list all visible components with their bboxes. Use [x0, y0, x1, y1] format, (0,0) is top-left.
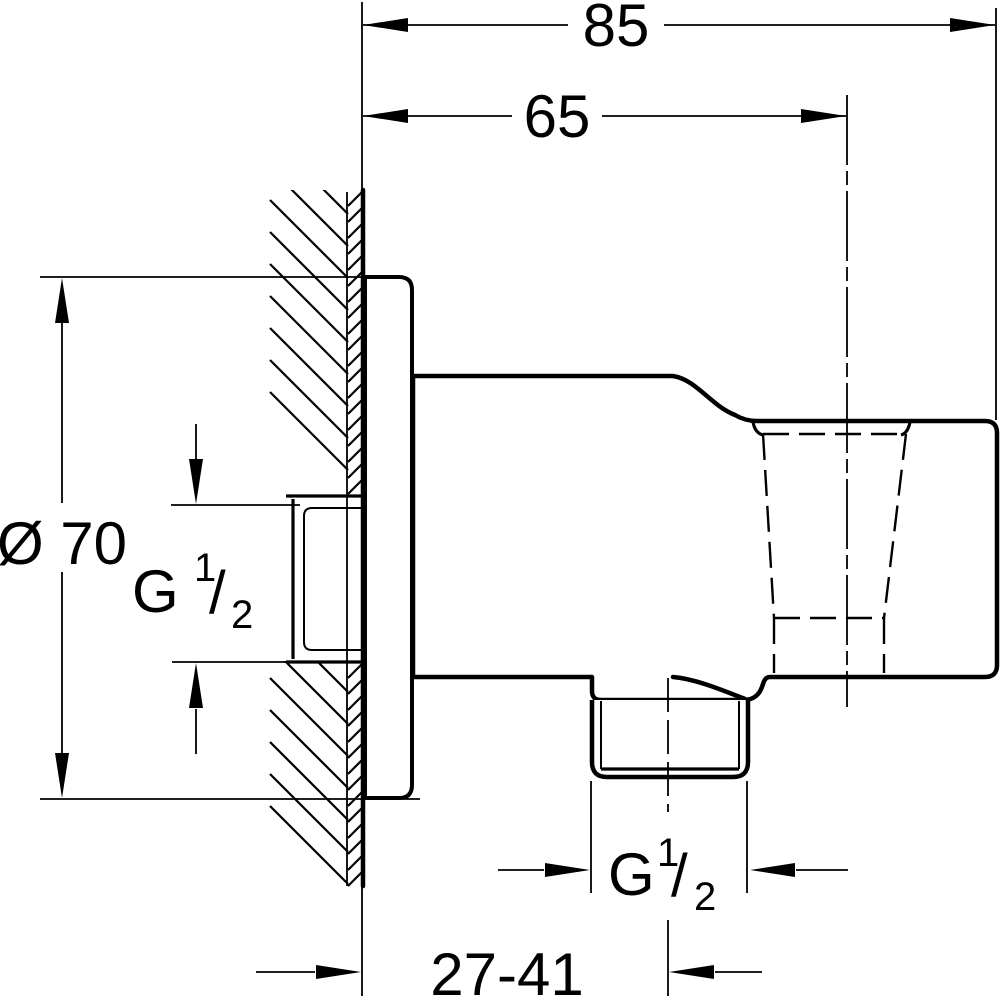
wall-thread-denominator: 2	[231, 593, 253, 637]
arrowhead	[316, 965, 361, 979]
outlet-thread-relief-lines	[600, 701, 740, 769]
wall-thread-numerator: 1	[194, 546, 216, 590]
arrowhead	[189, 663, 203, 708]
outlet-thread-stub	[589, 700, 751, 780]
arrowhead	[950, 18, 995, 32]
dimension-wall-thread: G 1 / 2	[132, 424, 307, 754]
outlet-thread-slash: /	[671, 842, 688, 909]
dimension-holder-depth: 65	[363, 83, 846, 150]
outlet-thread-numerator: 1	[657, 831, 679, 875]
arrowhead	[669, 965, 714, 979]
wall-hatch	[269, 190, 363, 887]
arrowhead	[363, 109, 408, 123]
centerlines	[667, 95, 848, 996]
dimension-plate-diameter: Ø 70	[0, 276, 420, 800]
arrowhead	[545, 863, 590, 877]
wall-inlet-socket	[286, 494, 363, 664]
dimension-outlet-thread: G 1 / 2	[498, 781, 848, 919]
wall-thread-g: G	[132, 558, 179, 625]
dim-offset-range-label: 27-41	[430, 941, 583, 1000]
dimension-overall-depth: 85	[363, 0, 997, 420]
arrowhead	[750, 863, 795, 877]
wall-hatch-band-strokes	[347, 191, 363, 887]
holder-rim-ticks	[751, 421, 912, 437]
wall-inlet-thread-lines	[303, 507, 363, 651]
dim-65-label: 65	[524, 83, 591, 150]
dimension-outlet-offset-range: 27-41	[256, 941, 762, 1000]
wall-thread-slash: /	[209, 559, 226, 626]
escutcheon-plate	[363, 275, 414, 800]
dim-85-label: 85	[583, 0, 650, 59]
arrowhead	[55, 753, 69, 798]
wall-hatch-long-lines	[269, 190, 349, 885]
holder-cone-hidden-lines	[751, 421, 912, 673]
arrowhead	[189, 459, 203, 504]
dim-diameter-label: Ø 70	[0, 510, 127, 577]
arrowhead	[801, 109, 846, 123]
outlet-boss-shoulder-curve	[670, 674, 748, 702]
outlet-thread-denominator: 2	[694, 875, 716, 919]
outlet-thread-g: G	[608, 841, 655, 908]
arrowhead	[55, 278, 69, 323]
arrowhead	[363, 18, 408, 32]
